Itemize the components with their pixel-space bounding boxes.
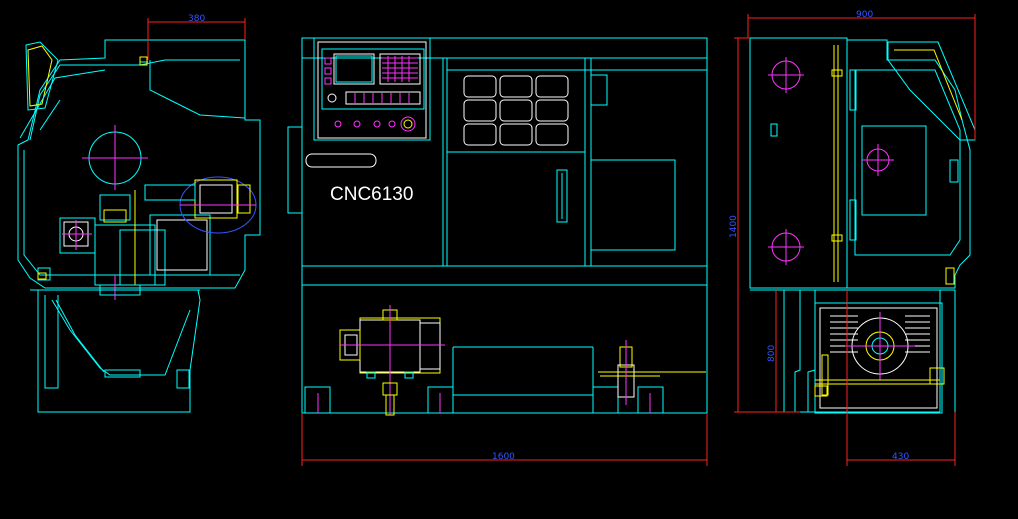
dim-label-1600: 1600: [492, 452, 515, 462]
front-view: CNC6130: [287, 37, 708, 416]
dim-label-1400: 1400: [729, 215, 739, 238]
right-side-view: [749, 37, 976, 414]
left-top-dimension: 380: [147, 14, 246, 60]
dim-label-380: 380: [188, 14, 205, 24]
window-panes: [463, 75, 569, 146]
radiator-fins: [830, 315, 930, 353]
model-label: CNC6130: [330, 184, 413, 205]
left-side-view: [17, 39, 261, 413]
dim-label-900: 900: [856, 10, 873, 20]
dim-label-430: 430: [892, 452, 909, 462]
panel-buttons: [354, 93, 410, 103]
dim-label-800: 800: [767, 345, 777, 362]
right-dimensions: 900 1400 800 430: [729, 10, 976, 466]
nameplate: [305, 153, 377, 168]
keypad-grid: [382, 56, 418, 82]
front-bottom-dimension: 1600: [301, 413, 708, 466]
